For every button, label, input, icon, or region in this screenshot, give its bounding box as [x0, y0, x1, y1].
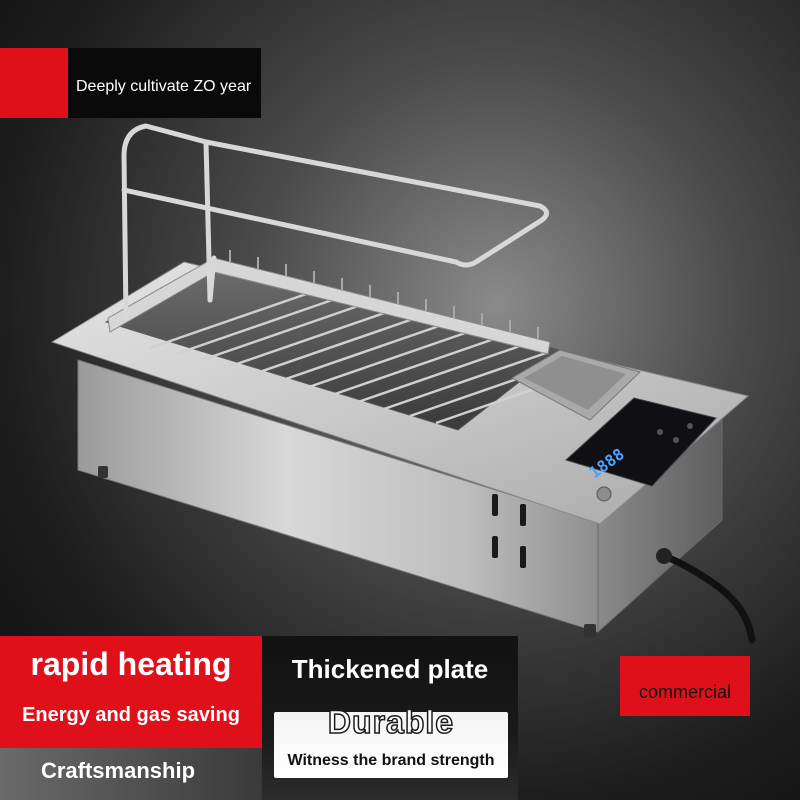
feature-energy-saving-text: Energy and gas saving	[22, 704, 240, 726]
feature-rapid-heating-block	[0, 636, 262, 748]
skewer-rack	[149, 290, 567, 425]
feature-durable-text: Durable	[327, 703, 455, 741]
power-cord	[660, 552, 756, 644]
comb-teeth	[229, 250, 539, 339]
grill-foot	[584, 624, 596, 638]
vent-slots	[492, 494, 526, 568]
commercial-badge	[620, 656, 750, 716]
control-panel	[565, 397, 717, 487]
feature-craftsmanship-text: Craftsmanship	[40, 758, 196, 783]
control-button-icon	[673, 437, 679, 443]
grill-foot	[98, 466, 108, 478]
banner-black-block	[68, 48, 261, 118]
control-button-icon	[687, 423, 693, 429]
feature-craftsmanship-block	[0, 748, 262, 800]
banner-red-block	[0, 48, 68, 118]
feature-thickened-plate-text: Thickened plate	[291, 654, 489, 684]
feature-durable-panel	[274, 712, 508, 778]
banner-tagline: Deeply cultivate ZO year	[76, 78, 252, 95]
commercial-badge-text: commercial	[638, 682, 731, 702]
feature-rapid-heating-title: rapid heating	[30, 646, 232, 682]
power-switch-icon	[596, 486, 612, 502]
feature-witness-text: Witness the brand strength	[287, 752, 495, 769]
skewer-stand	[121, 123, 549, 321]
control-button-icon	[657, 429, 663, 435]
